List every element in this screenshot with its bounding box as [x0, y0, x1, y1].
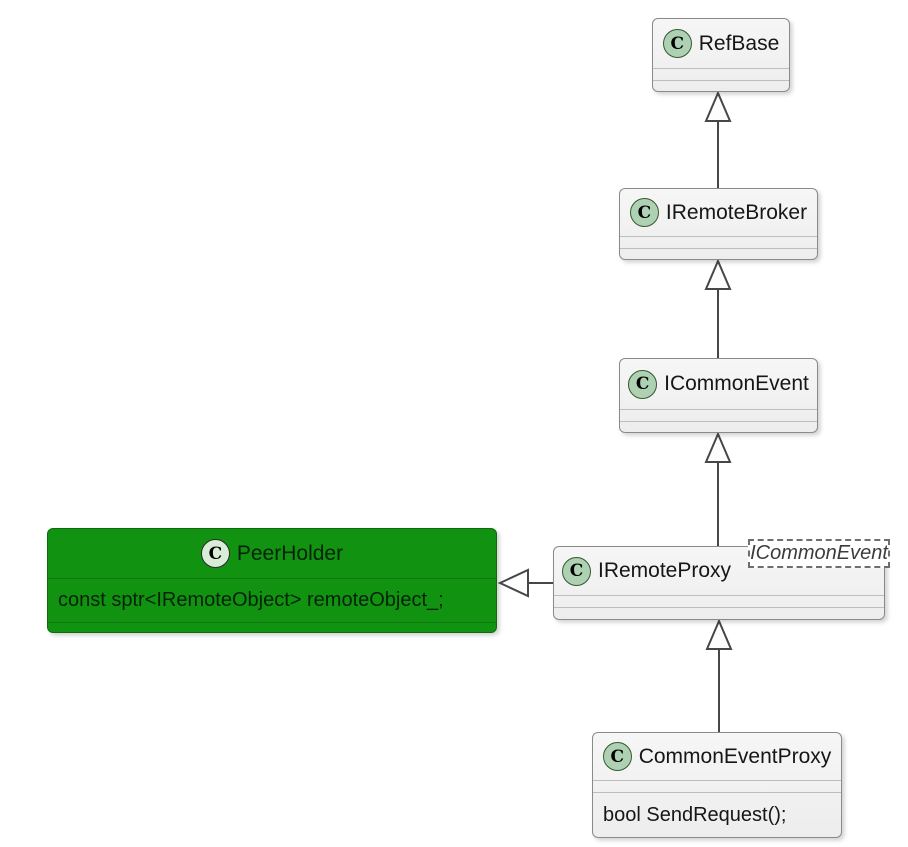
class-name: RefBase	[698, 31, 780, 55]
method-sendrequest: bool SendRequest();	[603, 803, 787, 826]
methods-compartment	[620, 422, 817, 432]
class-iremoteproxy: C IRemoteProxy	[553, 546, 885, 620]
class-icon: C	[628, 369, 658, 399]
class-name: CommonEventProxy	[638, 744, 832, 768]
class-peerholder-title: C PeerHolder	[48, 529, 496, 579]
inheritance-arrowhead-iremotebroker	[704, 258, 732, 290]
methods-compartment: bool SendRequest();	[593, 793, 841, 837]
fields-compartment	[554, 596, 884, 608]
fields-compartment	[620, 237, 817, 249]
class-icommonevent-title: C ICommonEvent	[620, 359, 817, 410]
class-commoneventproxy: C CommonEventProxy bool SendRequest();	[592, 732, 842, 838]
class-iremoteproxy-title: C IRemoteProxy	[554, 547, 884, 596]
inheritance-arrowhead-refbase	[704, 90, 732, 122]
inheritance-arrowhead-icommonevent	[704, 431, 732, 463]
class-refbase-title: C RefBase	[653, 19, 789, 69]
fields-compartment	[593, 781, 841, 793]
class-iremotebroker-title: C IRemoteBroker	[620, 189, 817, 237]
class-name: ICommonEvent	[664, 372, 809, 395]
generic-parameter-label: ICommonEvent	[750, 542, 888, 564]
class-commoneventproxy-title: C CommonEventProxy	[593, 733, 841, 781]
inheritance-arrowhead-peerholder	[497, 568, 529, 598]
methods-compartment	[48, 623, 496, 632]
fields-compartment	[653, 69, 789, 81]
class-peerholder: C PeerHolder const sptr<IRemoteObject> r…	[47, 528, 497, 633]
class-icon: C	[629, 198, 659, 227]
class-iremotebroker: C IRemoteBroker	[619, 188, 818, 260]
methods-compartment	[554, 608, 884, 619]
class-icon: C	[562, 556, 591, 586]
methods-compartment	[653, 81, 789, 91]
class-icommonevent: C ICommonEvent	[619, 358, 818, 433]
class-refbase: C RefBase	[652, 18, 790, 92]
inheritance-arrowhead-iremoteproxy	[705, 618, 733, 650]
field-remoteobject: const sptr<IRemoteObject> remoteObject_;	[58, 589, 444, 611]
fields-compartment: const sptr<IRemoteObject> remoteObject_;	[48, 579, 496, 623]
methods-compartment	[620, 249, 817, 259]
class-name: IRemoteProxy	[598, 559, 732, 582]
generic-parameter-tag: ICommonEvent	[748, 539, 890, 568]
class-icon: C	[200, 539, 230, 568]
class-icon: C	[602, 742, 632, 771]
class-name: PeerHolder	[236, 541, 344, 565]
class-name: IRemoteBroker	[665, 200, 808, 224]
class-icon: C	[662, 29, 692, 58]
fields-compartment	[620, 410, 817, 422]
